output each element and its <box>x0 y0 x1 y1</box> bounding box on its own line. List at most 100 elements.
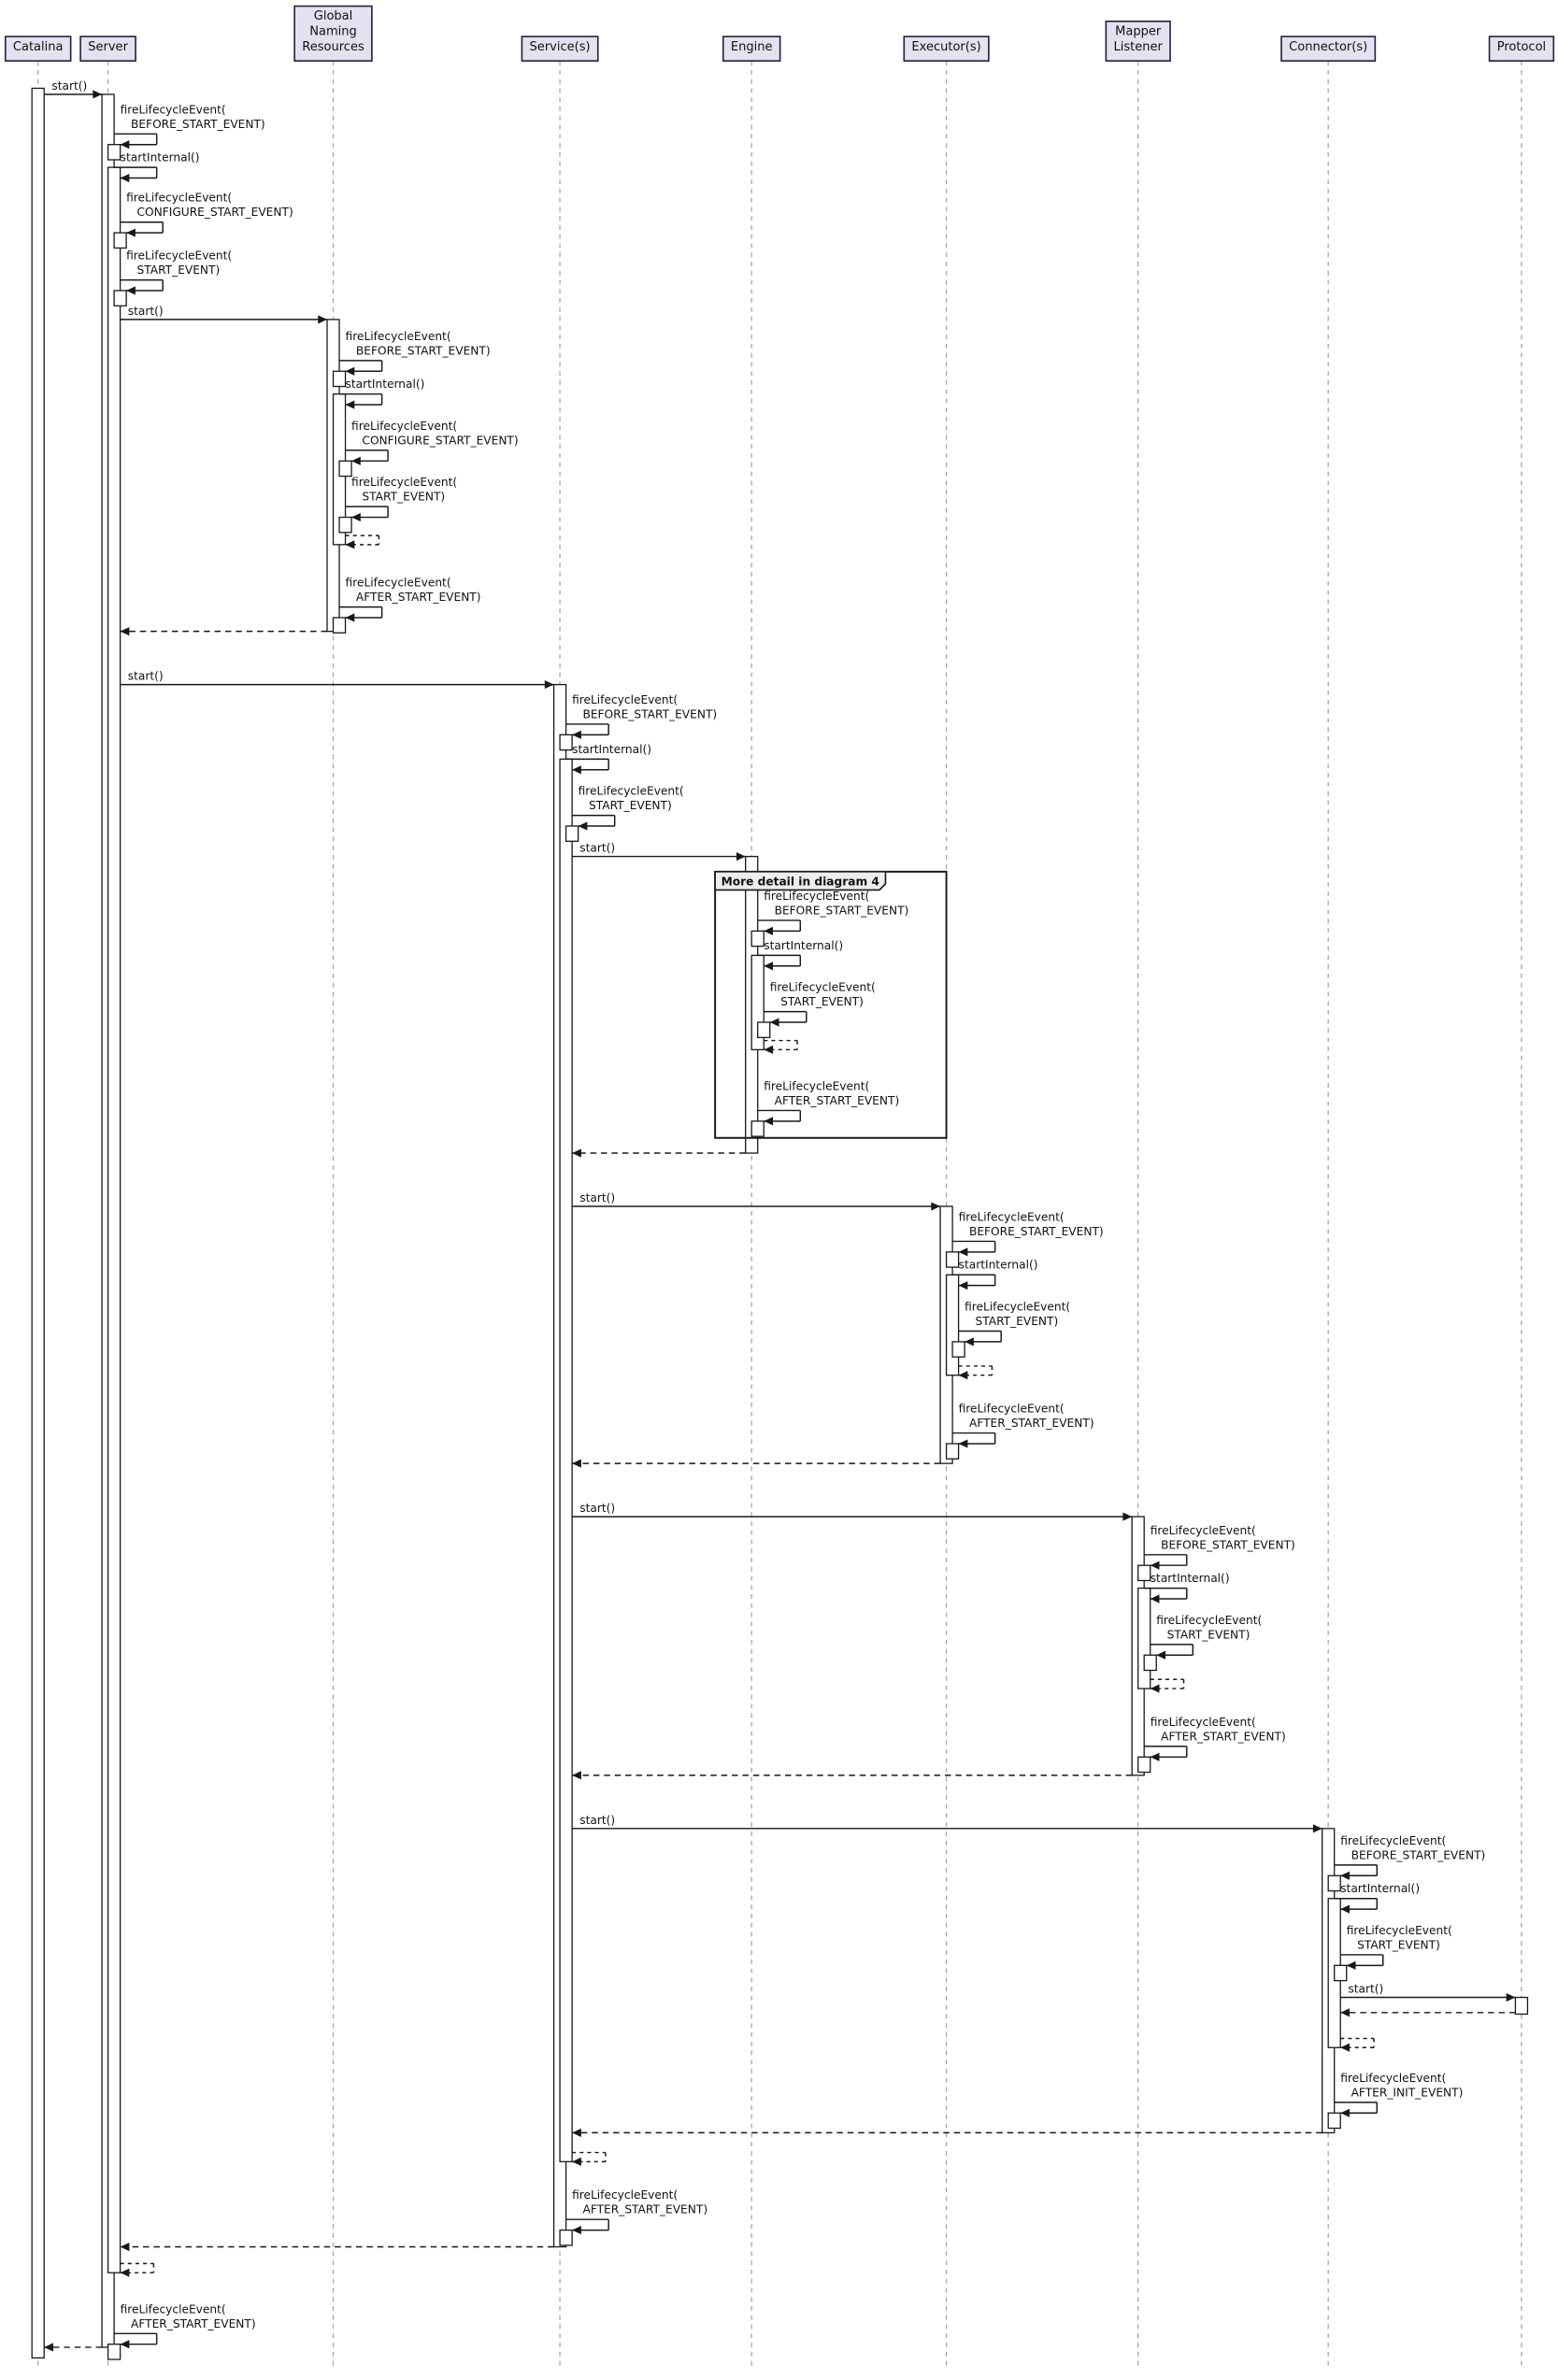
message-label: fireLifecycleEvent( <box>572 693 678 706</box>
message-label: BEFORE_START_EVENT) <box>969 1225 1104 1238</box>
return-arrowhead-icon <box>44 2343 53 2352</box>
participant-box-executor <box>903 36 990 62</box>
return-arrowhead-icon <box>1340 2008 1350 2017</box>
self-call-activation <box>332 617 347 634</box>
self-call-arrowhead-icon <box>965 1337 974 1347</box>
self-call-arrowhead-icon <box>120 173 130 183</box>
message-label: startInternal() <box>121 151 200 164</box>
message-label: start() <box>579 1191 615 1204</box>
self-call-arrowhead-icon <box>764 962 773 971</box>
message-label: fireLifecycleEvent( <box>579 785 684 798</box>
self-call-activation <box>107 144 121 161</box>
message-label: fireLifecycleEvent( <box>764 1079 869 1092</box>
return-arrowhead-icon <box>572 1148 581 1158</box>
activation-server-l1 <box>107 166 121 2273</box>
participant-label-protocol: Protocol <box>1497 40 1546 54</box>
message-label: fireLifecycleEvent( <box>764 890 869 903</box>
return-arrowhead-icon <box>120 2242 130 2252</box>
self-call-activation <box>750 1120 765 1137</box>
message-label: START_EVENT) <box>589 799 672 812</box>
call-arrowhead-icon <box>931 1202 941 1211</box>
self-call-activation <box>559 2229 573 2246</box>
message-label: BEFORE_START_EVENT) <box>131 118 265 131</box>
message-label: fireLifecycleEvent( <box>572 2188 678 2202</box>
message-label: BEFORE_START_EVENT) <box>775 904 909 917</box>
self-call-activation <box>107 2344 121 2360</box>
activation-mapper-l1 <box>1137 1587 1151 1689</box>
self-call-arrowhead-icon <box>1340 1904 1350 1914</box>
message-label: fireLifecycleEvent( <box>346 577 451 590</box>
message-label: startInternal() <box>572 743 651 756</box>
participant-box-service <box>521 36 599 62</box>
activation-service-l1 <box>559 758 573 2162</box>
message-label: fireLifecycleEvent( <box>1151 1524 1256 1537</box>
self-call-arrowhead-icon <box>345 400 355 409</box>
self-return-arrowhead-icon <box>345 540 355 549</box>
self-call-activation <box>1334 1964 1348 1982</box>
self-call-arrowhead-icon <box>345 613 355 622</box>
message-label: fireLifecycleEvent( <box>965 1301 1070 1314</box>
self-call-arrowhead-icon <box>764 1117 773 1126</box>
self-call-activation <box>1137 1756 1151 1774</box>
self-call-activation <box>113 290 127 306</box>
message-label: CONFIGURE_START_EVENT) <box>137 206 293 219</box>
self-call-arrowhead-icon <box>958 1281 968 1290</box>
self-call-activation <box>1327 1874 1341 1892</box>
return-arrowhead-icon <box>572 1771 581 1780</box>
message-label: fireLifecycleEvent( <box>1347 1924 1452 1937</box>
message-label: fireLifecycleEvent( <box>126 249 232 263</box>
message-label: START_EVENT) <box>137 264 221 277</box>
participant-label-executor: Executor(s) <box>911 40 980 54</box>
self-call-arrowhead-icon <box>1156 1650 1165 1660</box>
call-arrowhead-icon <box>1312 1824 1322 1833</box>
message-label: fireLifecycleEvent( <box>126 192 232 205</box>
message-label: start() <box>1348 1983 1383 1996</box>
self-return-arrowhead-icon <box>764 1045 773 1054</box>
self-call-activation <box>750 930 765 948</box>
message-label: start() <box>51 79 87 93</box>
participant-label-gnr: Naming <box>309 24 357 38</box>
activation-executor-l1 <box>945 1274 960 1376</box>
self-call-activation <box>113 232 127 249</box>
message-label: fireLifecycleEvent( <box>121 103 226 116</box>
self-return-arrowhead-icon <box>572 2157 581 2166</box>
self-call-arrowhead-icon <box>572 765 581 775</box>
call-arrowhead-icon <box>1506 1992 1516 2002</box>
participant-box-protocol <box>1488 36 1555 62</box>
message-label: start() <box>579 1814 615 1827</box>
self-call-arrowhead-icon <box>351 512 361 522</box>
message-label: startInternal() <box>764 939 843 952</box>
self-call-arrowhead-icon <box>1150 1561 1160 1570</box>
self-call-arrowhead-icon <box>1346 1960 1356 1970</box>
message-label: fireLifecycleEvent( <box>351 476 457 489</box>
self-call-arrowhead-icon <box>120 2340 130 2349</box>
message-label: startInternal() <box>346 378 425 391</box>
message-label: fireLifecycleEvent( <box>1151 1716 1256 1729</box>
self-call-activation <box>565 825 579 842</box>
self-call-activation <box>338 516 352 534</box>
call-arrowhead-icon <box>544 680 554 690</box>
self-call-activation <box>945 1251 960 1268</box>
message-label: START_EVENT) <box>362 491 445 504</box>
self-call-arrowhead-icon <box>572 730 581 739</box>
self-call-activation <box>1143 1654 1157 1672</box>
activation-protocol-l0 <box>1514 1996 1529 2016</box>
message-label: fireLifecycleEvent( <box>770 981 876 994</box>
self-return-arrowhead-icon <box>958 1371 968 1380</box>
message-label: AFTER_START_EVENT) <box>969 1417 1094 1430</box>
message-label: AFTER_START_EVENT) <box>131 2317 256 2330</box>
message-label: startInternal() <box>1340 1882 1420 1895</box>
return-arrowhead-icon <box>120 627 130 636</box>
participant-box-mapper <box>1105 21 1171 62</box>
message-label: START_EVENT) <box>1167 1628 1251 1641</box>
self-call-arrowhead-icon <box>126 286 136 295</box>
self-call-arrowhead-icon <box>764 926 773 935</box>
message-label: START_EVENT) <box>1357 1938 1440 1951</box>
self-call-activation <box>945 1443 960 1460</box>
message-label: fireLifecycleEvent( <box>1156 1614 1262 1627</box>
message-label: fireLifecycleEvent( <box>121 2302 226 2316</box>
self-call-arrowhead-icon <box>120 140 130 150</box>
self-call-activation <box>1327 2112 1341 2130</box>
participant-label-server: Server <box>88 40 128 54</box>
